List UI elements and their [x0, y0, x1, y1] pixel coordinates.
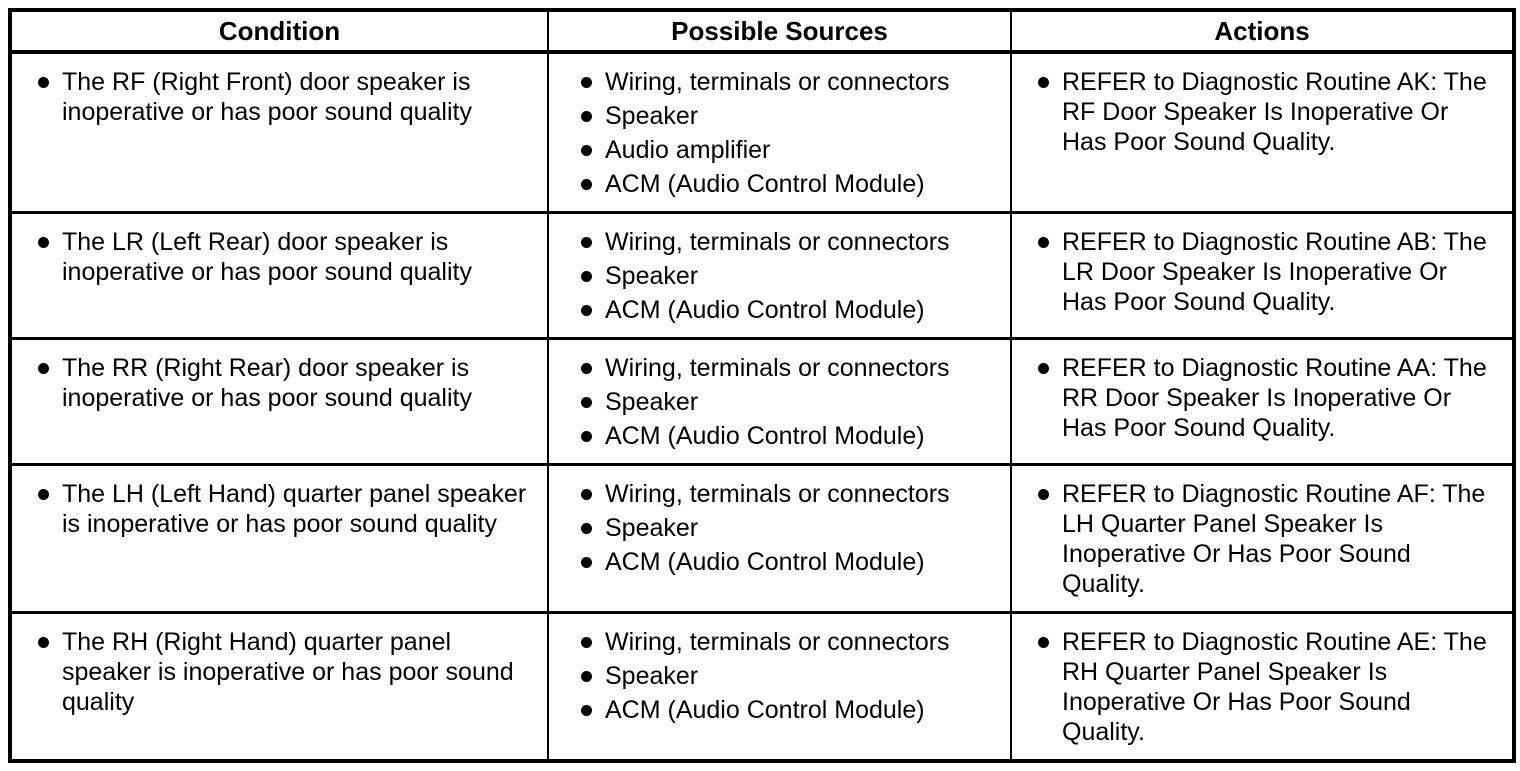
source-item-text: Speaker	[605, 262, 699, 290]
action-text: REFER to Diagnostic Routine AK: The RF D…	[1062, 67, 1487, 157]
action-line: LR Door Speaker Is Inoperative Or	[1062, 258, 1447, 286]
bullet-icon	[581, 111, 592, 122]
condition-cell: The RF (Right Front) door speaker is ino…	[10, 50, 548, 213]
table-row: The RF (Right Front) door speaker is ino…	[10, 50, 1514, 213]
condition-text: The RF (Right Front) door speaker is ino…	[62, 68, 472, 126]
action-line: RH Quarter Panel Speaker Is	[1062, 658, 1388, 686]
bullet-icon	[38, 237, 49, 248]
action-line: REFER to Diagnostic Routine AE: The	[1062, 628, 1487, 656]
action-line: Quality.	[1062, 718, 1145, 746]
bullet-icon	[581, 671, 592, 682]
bullet-icon	[1038, 77, 1049, 88]
actions-cell: REFER to Diagnostic Routine AK: The RF D…	[1010, 50, 1514, 213]
action-text: REFER to Diagnostic Routine AE: The RH Q…	[1062, 627, 1487, 747]
bullet-icon	[581, 271, 592, 282]
diagnostic-table: Condition Possible Sources Actions The R…	[8, 8, 1516, 763]
sources-cell: Wiring, terminals or connectors Speaker …	[547, 211, 1011, 339]
action-line: REFER to Diagnostic Routine AK: The	[1062, 68, 1487, 96]
actions-cell: REFER to Diagnostic Routine AA: The RR D…	[1010, 337, 1514, 465]
actions-cell: REFER to Diagnostic Routine AB: The LR D…	[1010, 211, 1514, 339]
bullet-icon	[581, 237, 592, 248]
source-item-text: Wiring, terminals or connectors	[605, 68, 950, 96]
source-item-text: Wiring, terminals or connectors	[605, 354, 950, 382]
bullet-icon	[1038, 363, 1049, 374]
sources-cell: Wiring, terminals or connectors Speaker …	[547, 463, 1011, 613]
condition-cell: The LR (Left Rear) door speaker is inope…	[10, 211, 548, 339]
source-item-text: Wiring, terminals or connectors	[605, 480, 950, 508]
bullet-icon	[38, 489, 49, 500]
source-item-text: Speaker	[605, 662, 699, 690]
action-line: RR Door Speaker Is Inoperative Or	[1062, 384, 1452, 412]
condition-cell: The LH (Left Hand) quarter panel speaker…	[10, 463, 548, 613]
bullet-icon	[581, 77, 592, 88]
action-text: REFER to Diagnostic Routine AB: The LR D…	[1062, 227, 1487, 317]
bullet-icon	[1038, 237, 1049, 248]
table-row: The LR (Left Rear) door speaker is inope…	[10, 211, 1514, 339]
bullet-icon	[581, 305, 592, 316]
bullet-icon	[38, 363, 49, 374]
bullet-icon	[581, 705, 592, 716]
column-header-condition: Condition	[10, 10, 548, 54]
bullet-icon	[581, 145, 592, 156]
bullet-icon	[581, 363, 592, 374]
action-text: REFER to Diagnostic Routine AA: The RR D…	[1062, 353, 1487, 443]
source-item-text: ACM (Audio Control Module)	[605, 548, 925, 576]
action-line: REFER to Diagnostic Routine AF: The	[1062, 480, 1486, 508]
source-item-text: Speaker	[605, 514, 699, 542]
source-item-text: Audio amplifier	[605, 136, 771, 164]
condition-cell: The RH (Right Hand) quarter panel speake…	[10, 611, 548, 761]
column-header-actions: Actions	[1010, 10, 1514, 54]
sources-cell: Wiring, terminals or connectors Speaker …	[547, 611, 1011, 761]
action-line: Has Poor Sound Quality.	[1062, 414, 1336, 442]
source-item-text: Speaker	[605, 388, 699, 416]
header-row: Condition Possible Sources Actions	[10, 10, 1514, 54]
condition-text: The LH (Left Hand) quarter panel speaker…	[62, 480, 527, 538]
action-text: REFER to Diagnostic Routine AF: The LH Q…	[1062, 479, 1485, 599]
condition-text: The LR (Left Rear) door speaker is inope…	[62, 228, 472, 286]
bullet-icon	[38, 77, 49, 88]
table-row: The LH (Left Hand) quarter panel speaker…	[10, 463, 1514, 613]
bullet-icon	[38, 637, 49, 648]
bullet-icon	[581, 179, 592, 190]
column-header-possible-sources: Possible Sources	[547, 10, 1011, 54]
source-item-text: ACM (Audio Control Module)	[605, 696, 925, 724]
condition-text: The RR (Right Rear) door speaker is inop…	[62, 354, 472, 412]
sources-cell: Wiring, terminals or connectors Speaker …	[547, 337, 1011, 465]
sources-cell: Wiring, terminals or connectors Speaker …	[547, 50, 1011, 213]
action-line: Inoperative Or Has Poor Sound	[1062, 540, 1411, 568]
bullet-icon	[581, 557, 592, 568]
bullet-icon	[581, 397, 592, 408]
action-line: LH Quarter Panel Speaker Is	[1062, 510, 1383, 538]
source-item-text: ACM (Audio Control Module)	[605, 170, 925, 198]
bullet-icon	[1038, 637, 1049, 648]
actions-cell: REFER to Diagnostic Routine AF: The LH Q…	[1010, 463, 1514, 613]
action-line: Has Poor Sound Quality.	[1062, 128, 1336, 156]
bullet-icon	[581, 431, 592, 442]
condition-text: The RH (Right Hand) quarter panel speake…	[62, 628, 514, 716]
source-item-text: ACM (Audio Control Module)	[605, 296, 925, 324]
action-line: RF Door Speaker Is Inoperative Or	[1062, 98, 1449, 126]
source-item-text: Speaker	[605, 102, 699, 130]
table-row: The RH (Right Hand) quarter panel speake…	[10, 611, 1514, 761]
bullet-icon	[1038, 489, 1049, 500]
action-line: Inoperative Or Has Poor Sound	[1062, 688, 1411, 716]
action-line: Quality.	[1062, 570, 1145, 598]
condition-cell: The RR (Right Rear) door speaker is inop…	[10, 337, 548, 465]
action-line: Has Poor Sound Quality.	[1062, 288, 1336, 316]
table-row: The RR (Right Rear) door speaker is inop…	[10, 337, 1514, 465]
bullet-icon	[581, 489, 592, 500]
source-item-text: ACM (Audio Control Module)	[605, 422, 925, 450]
actions-cell: REFER to Diagnostic Routine AE: The RH Q…	[1010, 611, 1514, 761]
action-line: REFER to Diagnostic Routine AA: The	[1062, 354, 1487, 382]
bullet-icon	[581, 523, 592, 534]
action-line: REFER to Diagnostic Routine AB: The	[1062, 228, 1487, 256]
bullet-icon	[581, 637, 592, 648]
source-item-text: Wiring, terminals or connectors	[605, 628, 950, 656]
source-item-text: Wiring, terminals or connectors	[605, 228, 950, 256]
